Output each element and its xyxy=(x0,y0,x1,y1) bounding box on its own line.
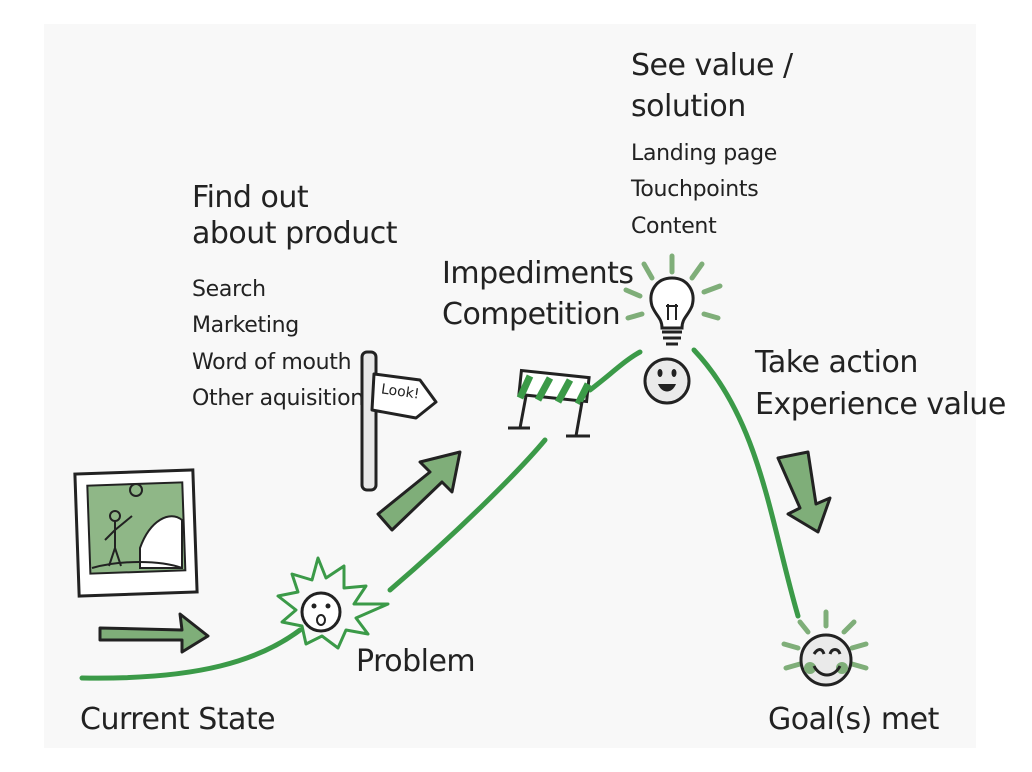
find-out-item: Marketing xyxy=(192,313,299,339)
find-out-item: Word of mouth xyxy=(192,349,352,375)
find-out-title: Find out about product xyxy=(192,180,397,252)
find-out-item: Search xyxy=(192,277,266,302)
happy-face-icon xyxy=(643,357,691,405)
goal-label: Goal(s) met xyxy=(768,702,939,737)
see-value-item: Content xyxy=(631,213,717,239)
see-value-list: Landing page Touchpoints Content xyxy=(631,136,777,245)
find-out-title-line1: Find out xyxy=(192,180,309,215)
arrow-down-icon xyxy=(776,450,832,534)
shock-face-icon xyxy=(276,556,390,650)
see-value-item: Touchpoints xyxy=(631,177,759,203)
impediments-label: Impediments Competition xyxy=(442,254,634,335)
problem-label: Problem xyxy=(356,644,476,679)
current-state-label: Current State xyxy=(80,702,276,737)
smiling-face-icon xyxy=(781,609,869,687)
picture-icon xyxy=(73,468,199,598)
arrow-up-right-icon xyxy=(376,450,462,532)
lightbulb-icon xyxy=(623,253,723,346)
signpost-icon xyxy=(360,350,438,492)
see-value-item: Landing page xyxy=(631,141,778,166)
find-out-list: Search Marketing Word of mouth Other aqu… xyxy=(192,272,364,417)
take-action-label: Take action Experience value xyxy=(755,342,1006,426)
journey-path xyxy=(79,347,801,681)
see-value-title: See value / solution xyxy=(631,46,793,127)
take-action-line2: Experience value xyxy=(755,387,1006,422)
find-out-item: Other aquisition xyxy=(192,385,364,411)
take-action-line1: Take action xyxy=(755,345,918,380)
impediments-line2: Competition xyxy=(442,296,621,332)
see-value-title-line1: See value / xyxy=(631,48,793,83)
arrow-right-icon xyxy=(98,612,210,654)
see-value-title-line2: solution xyxy=(631,88,746,124)
barrier-icon xyxy=(508,368,592,438)
find-out-title-line2: about product xyxy=(192,216,397,251)
impediments-line1: Impediments xyxy=(442,256,634,291)
